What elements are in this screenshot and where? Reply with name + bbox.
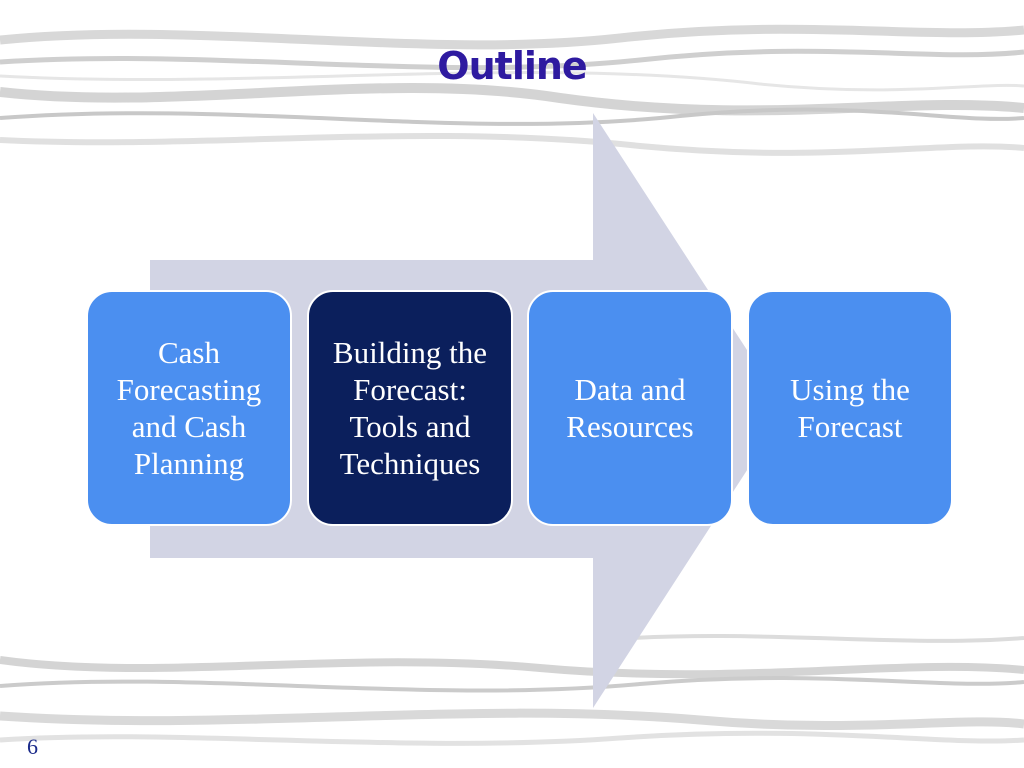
process-step-cash-forecasting: Cash Forecasting and Cash Planning	[86, 290, 292, 526]
process-step-label: Cash Forecasting and Cash Planning	[116, 335, 262, 481]
decorative-waves-top	[0, 24, 1024, 156]
slide-title: Outline	[437, 44, 587, 88]
process-step-using-forecast: Using the Forecast	[747, 290, 953, 526]
process-step-data-resources: Data and Resources	[527, 290, 733, 526]
process-step-label: Data and Resources	[566, 372, 694, 444]
process-step-building-forecast: Building the Forecast: Tools and Techniq…	[307, 290, 513, 526]
decorative-waves-bottom	[0, 634, 1024, 746]
process-step-label: Using the Forecast	[790, 372, 910, 444]
process-step-label: Building the Forecast: Tools and Techniq…	[332, 335, 488, 481]
page-number: 6	[27, 734, 38, 759]
